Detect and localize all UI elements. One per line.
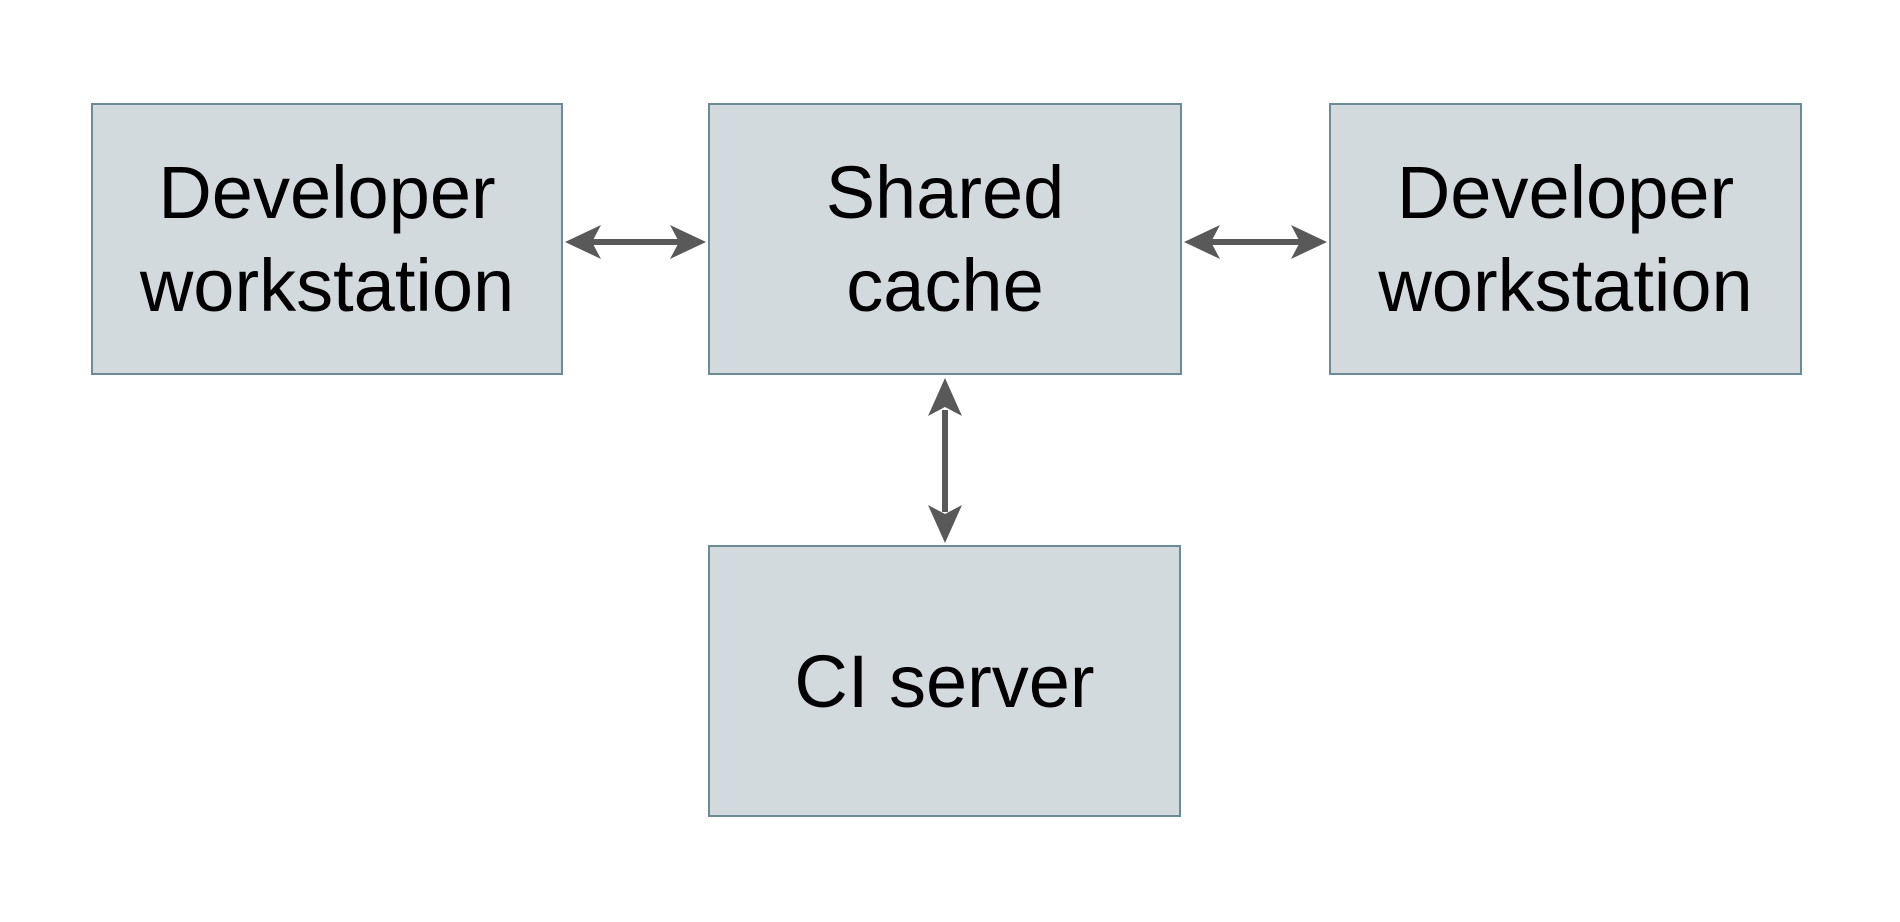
node-label-line: cache (846, 244, 1044, 327)
node-label-line: CI server (794, 639, 1095, 723)
bidirectional-arrow-cache-right-icon (1184, 225, 1327, 259)
bidirectional-arrow-left-cache-icon (565, 225, 706, 259)
node-label-line: Developer (1396, 151, 1735, 234)
node-label-line: workstation (139, 244, 515, 327)
node-label-line: Developer (158, 151, 496, 234)
node-label-line: workstation (1378, 244, 1753, 327)
node-label-line: Shared (825, 151, 1065, 234)
node-shared-cache: Shared cache (708, 103, 1182, 375)
bidirectional-arrow-cache-ci-icon (928, 378, 962, 543)
node-developer-workstation-left: Developer workstation (91, 103, 563, 375)
node-ci-server: CI server (708, 545, 1181, 817)
node-developer-workstation-right: Developer workstation (1329, 103, 1802, 375)
